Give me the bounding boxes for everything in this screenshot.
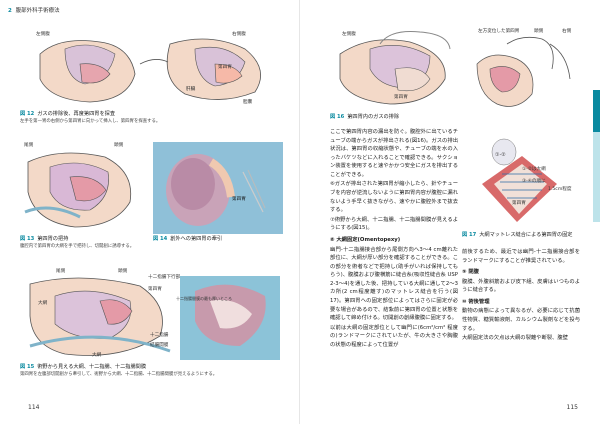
paragraph: 動物の病態によって異なるが、必要に応じて抗菌性物質、糖質輸液剤、カルシウム製剤な… <box>462 308 580 332</box>
section-heading: ⑩ 術後管理 <box>462 298 490 305</box>
fig14-label-abomasum: 第四胃 <box>232 197 246 202</box>
paragraph: ⑦術野から大網、十二指腸、十二指腸間膜が見えるようにする(図15)。 <box>330 216 458 232</box>
svg-text:①-②: ①-② <box>495 152 506 158</box>
fig17-label-abomasum: 第四胃 <box>512 201 526 206</box>
fig12-label-right-flank: 右側腹 <box>232 32 246 37</box>
fig15-desc: 第四胃を左腹部切開創から牽引して、術野から大網、十二指腸、十二指腸間膜が見えるよ… <box>20 372 218 378</box>
fig16-number: 図 16 <box>330 114 345 120</box>
fig17-label-omentum: ①-②は大網 <box>522 167 546 172</box>
chapter-tab <box>593 90 600 132</box>
fig17-number: 図 17 <box>462 232 477 238</box>
fig15-label-descending-duodenum: 十二指腸下行部 <box>148 275 181 280</box>
fig13-title: 第四胃の把持 <box>37 236 69 242</box>
paragraph: 腹膜、外腹斜筋および皮下組、皮膚はいつものように縫合する。 <box>462 278 580 294</box>
fig15-label-abomasum: 第四胃 <box>148 287 162 292</box>
figure-12-illustration <box>20 24 285 110</box>
chapter-title: 腹部外科手術療法 <box>15 8 60 14</box>
fig15-title: 術野から見える大網、十二指腸、十二指腸間膜 <box>37 364 147 370</box>
fig13-desc: 腹腔内で第四胃の大網を手で把持し、切開創に誘導する。 <box>20 244 135 250</box>
fig15-number: 図 15 <box>20 364 35 370</box>
running-head: 2 腹部外科手術療法 <box>8 6 60 14</box>
fig14-number: 図 14 <box>153 236 168 242</box>
paragraph: 幽門-十二指腸接合部から尾側方向へ3〜4 cm離れた部位に、大網が厚い部分を確認… <box>330 246 458 322</box>
fig13-number: 図 13 <box>20 236 35 242</box>
paragraph: 大網固定法の欠点は大網の裂離や断裂、腹壁 <box>462 335 568 342</box>
fig12-label-liver: 肝臓 <box>186 87 196 92</box>
fig14-title: 創外への第四胃の牽引 <box>170 236 223 242</box>
section-heading: ⑧ 大網固定(Omentopexy) <box>330 236 401 243</box>
text-column-1: ここで第四胃内容の漏出を防ぐ。腹腔外に出ているチューブの端からガスが排出される(… <box>330 128 458 350</box>
fig15-label-omentum-1: 大網 <box>38 301 48 306</box>
page-number-right: 115 <box>566 404 578 411</box>
fig12-desc: 左手を第一胃の右側から第四胃に向かって挿入し、第四胃を探査する。 <box>20 119 161 125</box>
chapter-number: 2 <box>8 8 12 14</box>
fig12-title: ガスの排除後、再度第四胃を探査 <box>37 111 116 117</box>
figure-14-photo <box>153 142 283 234</box>
fig17-label-right-side: 右側 <box>562 29 572 34</box>
paragraph: 以前は大網の固定部位として幽門に(6cm²/cm² 程度の)ランドマークにされて… <box>330 324 458 348</box>
fig16-label-abomasum: 第四胃 <box>394 95 408 100</box>
fig16-label-left-flank: 左側腹 <box>342 32 356 37</box>
fig13-label-cranial: 頭側 <box>114 143 124 148</box>
figure-13-illustration <box>20 142 145 234</box>
text-column-2: 前後するため、最近では幽門-十二指腸接合部をランドマークにすることが推奨されてい… <box>462 248 580 344</box>
figure-17-illustration: ①-② <box>462 24 580 228</box>
figure-15-illustration <box>20 266 285 362</box>
fig12-label-gallbladder: 胆嚢 <box>243 100 253 105</box>
fig15-label-thickest-mesentery: 十二指腸間膜の最も厚いところ <box>176 296 232 301</box>
fig15-label-duodenum: 十二指腸 <box>150 333 169 338</box>
fig17-title: 大網マットレス縫合による第四胃の固定 <box>479 232 573 238</box>
chapter-tab-light <box>593 132 600 222</box>
figure-16-illustration <box>330 24 458 108</box>
fig15-label-omentum-2: 大網 <box>92 353 102 358</box>
fig12-label-abomasum: 第四胃 <box>218 65 232 70</box>
fig16-title: 第四胃内のガスの排除 <box>347 114 400 120</box>
fig15-label-cranial: 頭側 <box>118 269 128 274</box>
fig17-label-order: ③-④の順に <box>522 179 546 184</box>
fig17-label-displaced-abomasum: 左方変位した第四胃 <box>478 29 520 34</box>
fig17-label-distance: 1.5cm程度 <box>548 187 572 192</box>
paragraph: 前後するため、最近では幽門-十二指腸接合部をランドマークにすることが推奨されてい… <box>462 249 580 264</box>
fig12-label-left-flank: 左側腹 <box>36 32 50 37</box>
fig15-label-caudal: 尾側 <box>56 269 66 274</box>
fig13-label-caudal: 尾側 <box>24 143 34 148</box>
paragraph: ⑥ガスが排出された第四胃が縮小したら、針やチューブを内容が逆流しないように第四胃… <box>330 181 458 214</box>
paragraph: ここで第四胃内容の漏出を防ぐ。腹腔外に出ているチューブの端からガスが排出される(… <box>330 129 458 178</box>
fig12-number: 図 12 <box>20 111 35 117</box>
section-heading: ⑨ 閉腹 <box>462 269 479 276</box>
page-number-left: 114 <box>28 404 40 411</box>
fig15-label-mesocolon: 結腸間膜 <box>150 343 169 348</box>
fig17-label-cranial: 頭側 <box>534 29 544 34</box>
